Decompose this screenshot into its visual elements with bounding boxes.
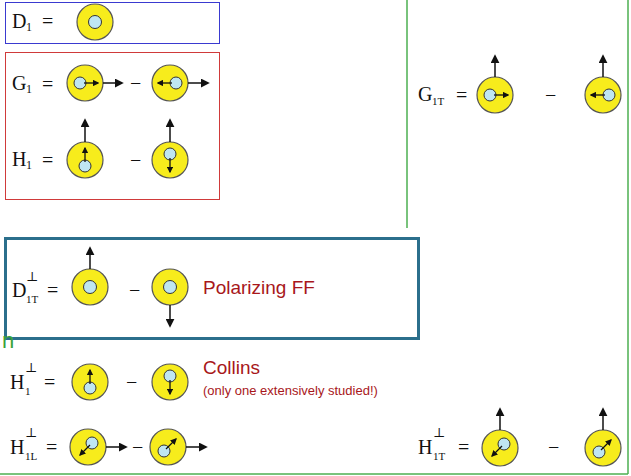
- minus-sign: −: [129, 280, 140, 300]
- annotation-note: (only one extensively studied!): [203, 384, 378, 397]
- equals-sign: =: [47, 280, 58, 300]
- minus-sign: −: [130, 73, 141, 93]
- annotation-text: Polarizing FF: [203, 278, 315, 297]
- subscript: 1T: [433, 451, 445, 462]
- function-name: H: [10, 437, 24, 457]
- subscript: 1: [26, 159, 32, 171]
- function-name: G: [418, 84, 432, 104]
- cut-off-text: n: [2, 330, 14, 352]
- subscript: 1T: [26, 294, 38, 305]
- function-name: D: [12, 280, 26, 300]
- spin-arrows-large: [85, 56, 603, 447]
- function-name: H: [418, 437, 432, 457]
- equals-sign: =: [44, 372, 55, 392]
- superscript: ⊥: [25, 361, 37, 374]
- superscript: ⊥: [25, 426, 37, 439]
- subscript: 1L: [25, 451, 37, 462]
- minus-sign: −: [548, 437, 559, 457]
- minus-sign: −: [545, 85, 556, 105]
- hadron-circles: [67, 4, 621, 466]
- highlight-box: D⊥ 1T = − Polarizing FF: [4, 237, 420, 340]
- function-name: H: [10, 372, 24, 392]
- subscript: 1: [26, 21, 32, 33]
- subscript: 1: [25, 386, 31, 397]
- function-box: G1=−H1=−: [5, 52, 220, 200]
- equals-sign: =: [46, 437, 57, 457]
- minus-sign: −: [132, 437, 143, 457]
- minus-sign: −: [126, 372, 137, 392]
- equals-sign: =: [458, 437, 469, 457]
- subscript: 1T: [432, 96, 444, 107]
- equals-sign: =: [42, 74, 53, 94]
- subscript: 1: [26, 83, 32, 95]
- annotation-text: Collins: [203, 358, 260, 377]
- function-name: D: [12, 11, 26, 31]
- function-name: G: [12, 73, 26, 93]
- equals-sign: =: [42, 11, 53, 31]
- spin-arrows-small: [80, 83, 611, 456]
- minus-sign: −: [130, 150, 141, 170]
- function-name: H: [12, 149, 26, 169]
- equals-sign: =: [42, 150, 53, 170]
- function-box: D1 =: [5, 2, 220, 44]
- superscript: ⊥: [26, 270, 38, 283]
- superscript: ⊥: [433, 426, 445, 439]
- equals-sign: =: [456, 85, 467, 105]
